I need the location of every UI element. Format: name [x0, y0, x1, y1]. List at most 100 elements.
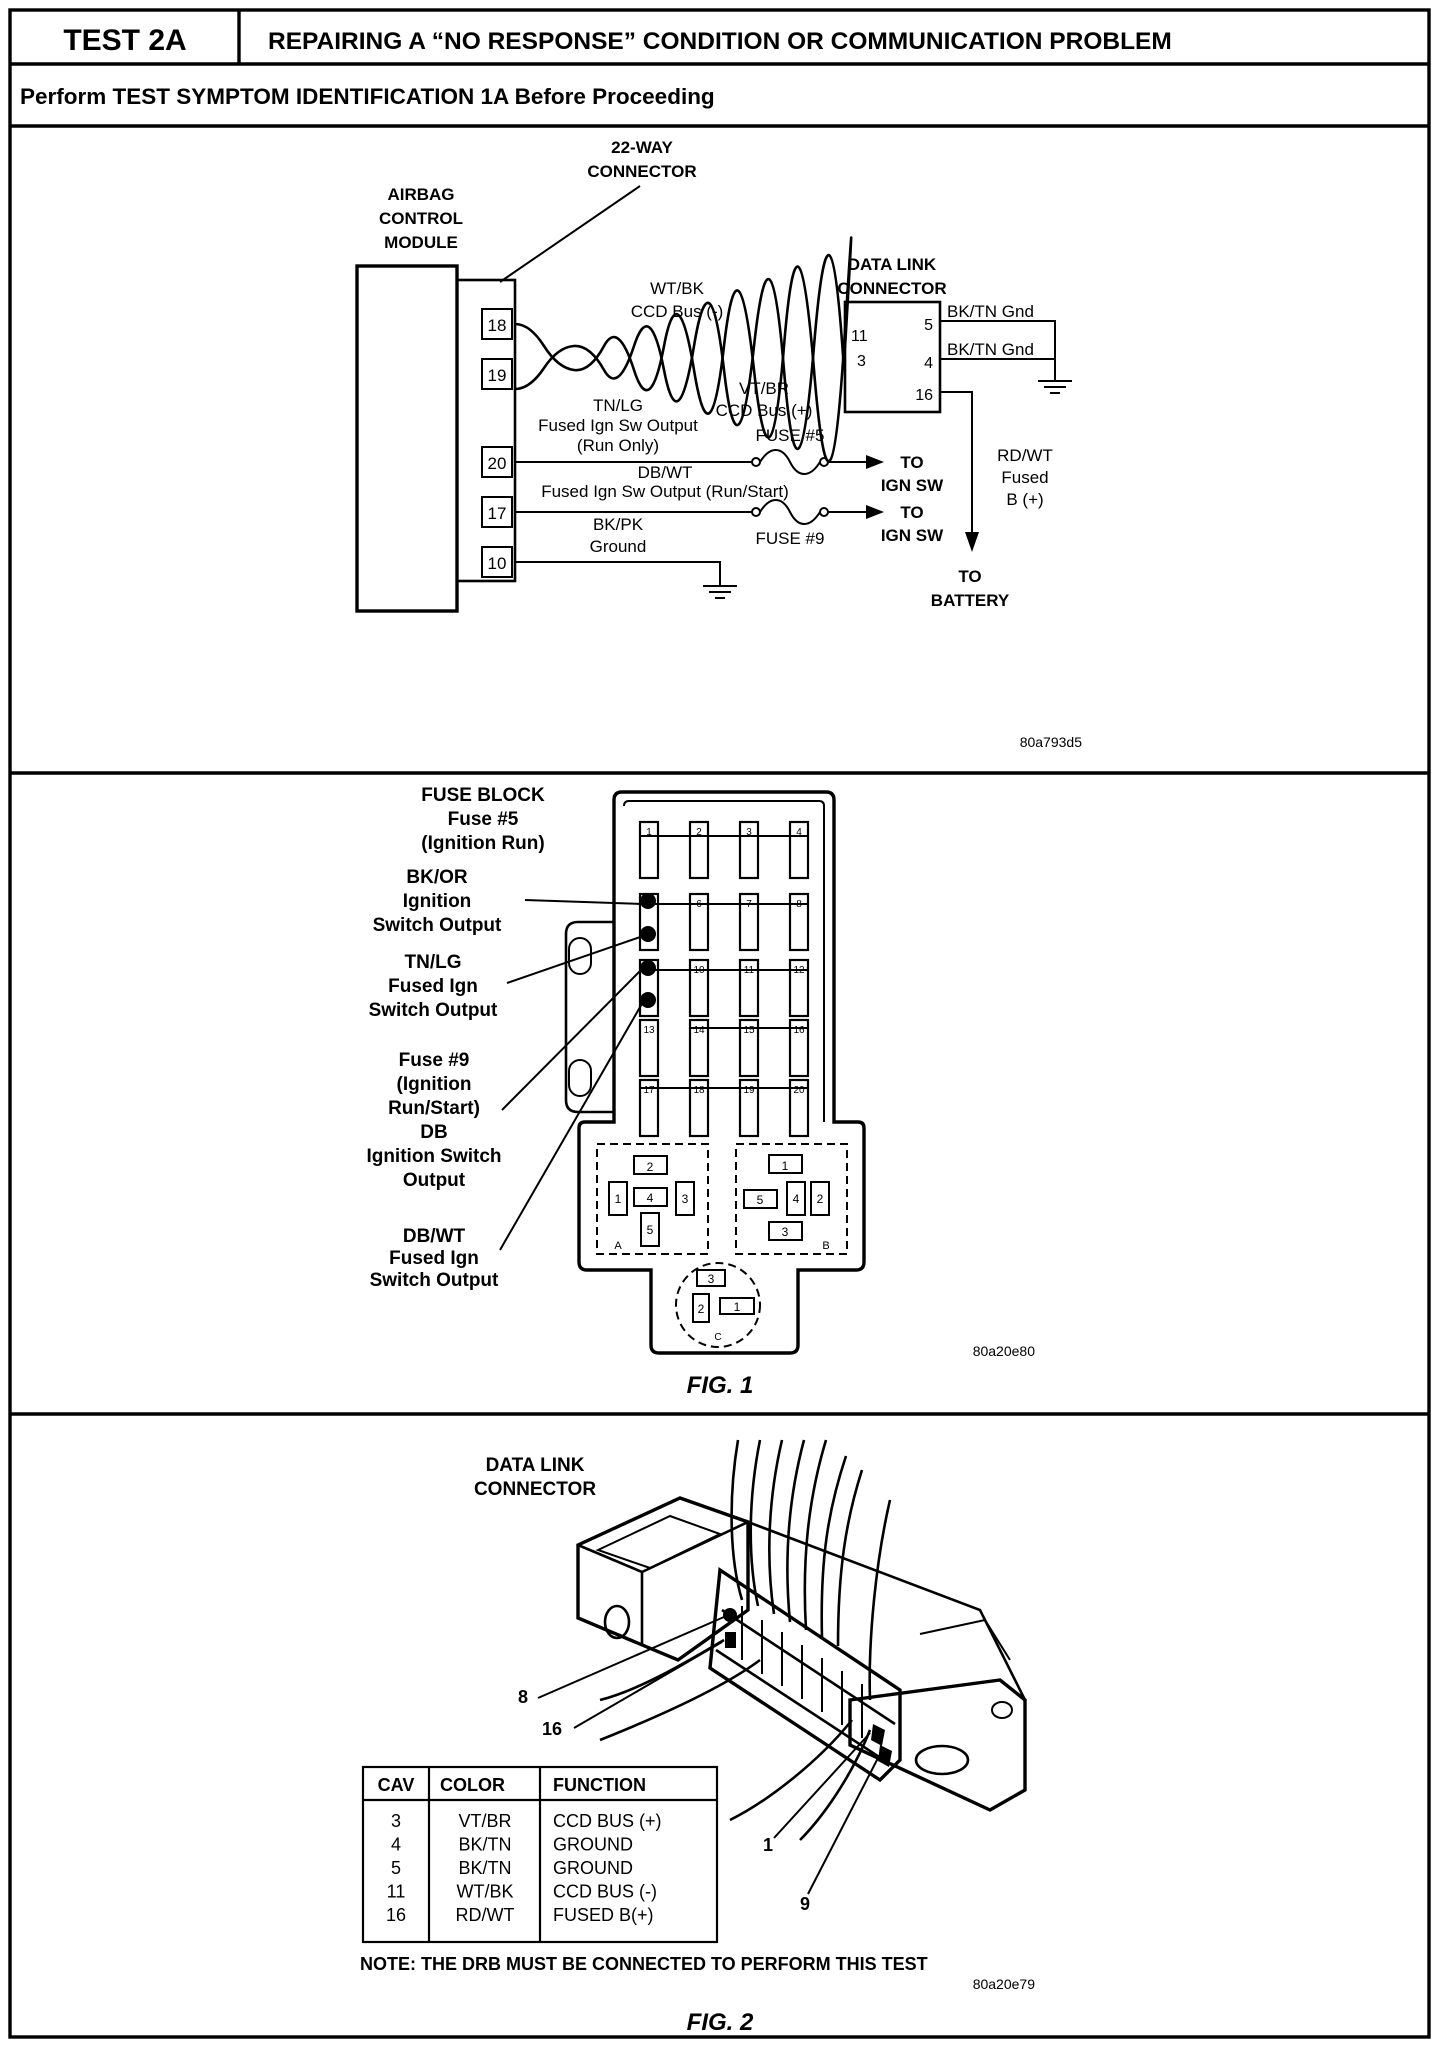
to-ign-2a: TO	[900, 503, 923, 522]
fuse-slot-6	[688, 892, 710, 952]
dlc-wire-4	[786, 1439, 806, 1623]
fuse-slot-16	[788, 1018, 810, 1078]
relay-c-pin3: 3	[708, 1272, 715, 1286]
fuse-slot-2	[688, 820, 710, 880]
wire-tnlg-note: (Run Only)	[577, 436, 659, 455]
dlc-pin-4: 4	[924, 355, 933, 372]
relay-a-pin5-box	[640, 1212, 660, 1247]
dbwt-label-2: Fused Ign	[389, 1248, 479, 1269]
dlc-pin-row-upper	[721, 1608, 896, 1726]
relay-b-pin2-box	[810, 1181, 830, 1216]
pin-table-cav-4: 4	[391, 1835, 401, 1855]
terminal-9-marker	[878, 1745, 892, 1767]
wire-pin10	[515, 561, 721, 585]
fuse-slot-11	[738, 958, 760, 1018]
callout-8: 8	[518, 1687, 528, 1707]
dlc-wire-9	[599, 1638, 725, 1702]
connector-22way-label-2: CONNECTOR	[587, 162, 696, 181]
fig2-ref: 80a20e79	[973, 1976, 1036, 1992]
relay-a-pin2: 2	[647, 1160, 654, 1174]
battery-arrow-icon	[965, 532, 979, 552]
highlighted-terminal-3	[640, 960, 656, 976]
pin-10-box	[481, 546, 513, 578]
pin-table-function-16: FUSED B(+)	[553, 1905, 654, 1925]
pin-table-cav-3: 3	[391, 1811, 401, 1831]
fuse-number-1: 1	[646, 827, 652, 838]
relay-a-pin1-box	[608, 1181, 628, 1216]
pin-17: 17	[488, 504, 507, 523]
ign-arrow-1-icon	[866, 455, 884, 469]
relay-b-pin5: 5	[757, 1193, 764, 1207]
fuse-number-14: 14	[693, 1025, 705, 1036]
dlc-wire-5	[803, 1439, 828, 1631]
mounting-tab	[564, 920, 614, 1114]
relay-area-b	[735, 1143, 848, 1255]
dbwt-label-1: DB/WT	[403, 1226, 466, 1247]
pin-table-cav-5: 5	[391, 1858, 401, 1878]
highlighted-terminal-4	[640, 992, 656, 1008]
highlighted-terminal-2	[640, 926, 656, 942]
wire-tnlg-color: TN/LG	[593, 396, 643, 415]
pin-18: 18	[488, 316, 507, 335]
dlc-wire-1	[730, 1439, 744, 1601]
callout-9-leader	[807, 1757, 879, 1895]
fb-label-3: (Ignition Run)	[421, 833, 544, 854]
fuse-slot-13	[638, 1018, 660, 1078]
pin-table-head-cav: CAV	[378, 1775, 415, 1795]
twisted-pair-wire-b	[514, 253, 846, 450]
fuse-slot-9	[638, 958, 660, 1018]
pin-table-head-color: COLOR	[440, 1775, 505, 1795]
dlc-housing-cavity	[595, 1514, 723, 1570]
tnlg-label-1: TN/LG	[405, 952, 462, 973]
callout-16-leader	[573, 1641, 723, 1729]
ign-arrow-2-icon	[866, 505, 884, 519]
relay-a-pin4: 4	[647, 1191, 654, 1205]
fuse-slot-1	[638, 820, 660, 880]
relay-b-pin3: 3	[782, 1225, 789, 1239]
dlc-pin-16: 16	[915, 387, 933, 404]
data-link-connector-box	[843, 300, 942, 414]
dlc-pin-11: 11	[851, 328, 868, 345]
fuse-slot-20	[788, 1078, 810, 1138]
dlc-flange-right	[848, 1678, 1027, 1812]
callout-8-leader	[537, 1616, 725, 1699]
pin-20-box	[481, 446, 513, 478]
dbwt-label-3: Switch Output	[370, 1270, 499, 1291]
bkor-label-2: Ignition	[403, 891, 472, 912]
fuse9-fig-label-6: Output	[403, 1170, 466, 1191]
callout-1-leader	[773, 1732, 871, 1839]
fuse5-terminal-left	[751, 457, 761, 467]
fig2-data-link-connector: DATA LINK CONNECTOR	[360, 1439, 1036, 2036]
leader-tnlg	[506, 935, 644, 984]
ground-symbol-module	[703, 585, 737, 599]
leader-dbwt	[499, 1001, 644, 1251]
leader-fuse9	[501, 969, 642, 1111]
module-label-1: AIRBAG	[387, 185, 454, 204]
pin-table-head-function: FUNCTION	[553, 1775, 646, 1795]
fig1-fuse-block: FUSE BLOCK Fuse #5 (Ignition Run) BK/OR …	[366, 785, 1035, 1399]
dlc-latch	[919, 1618, 1011, 1661]
fuse9-fig-label-1: Fuse #9	[399, 1050, 470, 1071]
fuse-slot-14	[688, 1018, 710, 1078]
gnd-wire-pin5	[940, 320, 1056, 380]
fig2-dlc-label-2: CONNECTOR	[474, 1479, 596, 1500]
connector-leader-line	[499, 185, 641, 283]
dlc-wire-8	[868, 1499, 892, 1701]
fuse-grid: 1234567891011121314151617181920	[638, 820, 810, 1138]
to-battery-2: BATTERY	[931, 591, 1010, 610]
connector-22way	[455, 278, 517, 583]
gnd-label-2: BK/TN Gnd	[947, 340, 1034, 359]
mount-hole-2	[568, 1059, 592, 1097]
relay-b-pin2: 2	[817, 1192, 824, 1206]
fuse-number-16: 16	[793, 1025, 805, 1036]
wire-wtbk-function: CCD Bus (-)	[631, 302, 724, 321]
dlc-pin-5: 5	[924, 317, 933, 334]
fuse-slot-4	[788, 820, 810, 880]
pin-18-box	[481, 308, 513, 340]
terminal-8-marker	[723, 1608, 737, 1622]
page-subtitle: Perform TEST SYMPTOM IDENTIFICATION 1A B…	[20, 84, 715, 109]
callout-9: 9	[800, 1894, 810, 1914]
wire-tnlg-function: Fused Ign Sw Output	[538, 416, 698, 435]
